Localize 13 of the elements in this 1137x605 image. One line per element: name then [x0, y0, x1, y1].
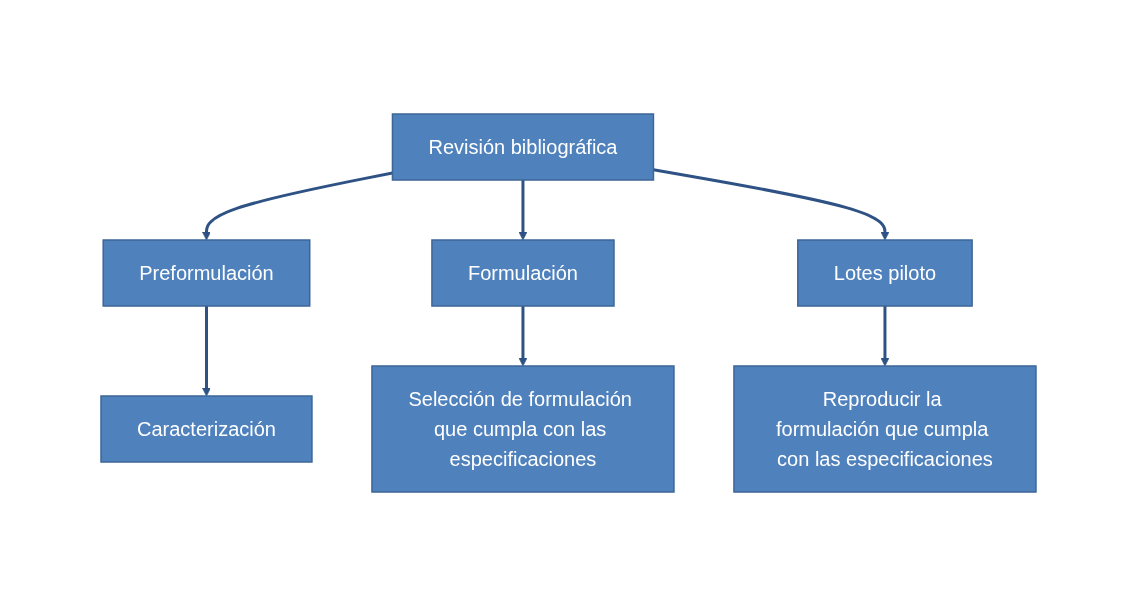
- node-box: Selección de formulación que cumpla con las especificaciones: [371, 364, 675, 493]
- node-box: Caracterización: [100, 394, 313, 463]
- node-box: Formulación: [431, 238, 615, 307]
- arrow: [880, 305, 890, 366]
- arrow: [518, 305, 528, 366]
- arrow: [518, 179, 528, 240]
- arrow: [202, 305, 211, 396]
- arrow: [202, 171, 393, 240]
- arrow: [653, 167, 890, 240]
- node-box: Lotes piloto: [797, 238, 973, 307]
- node-box: Revisión bibliográfica: [391, 112, 655, 181]
- node-box: Reproducir la formulación que cumpla con las especificaciones: [733, 364, 1037, 493]
- node-box: Preformulación: [102, 238, 311, 307]
